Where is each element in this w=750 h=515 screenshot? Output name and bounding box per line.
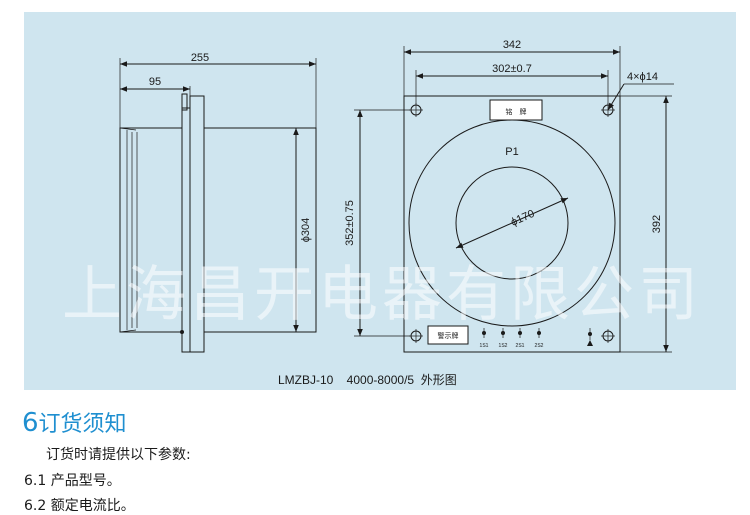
outline-drawing: 255 95 ϕ304 342 302±0.7 4×ϕ14 352±0.75 3… xyxy=(119,39,674,353)
order-item: 6.2 额定电流比。 xyxy=(24,498,135,514)
dim-side-short: 95 xyxy=(149,76,161,88)
dim-side-total: 255 xyxy=(191,52,209,64)
dim-hole-span: 302±0.7 xyxy=(492,63,532,75)
order-item: 6.1 产品型号。 xyxy=(24,473,121,489)
drawing-caption: LMZBJ-10 4000-8000/5 外形图 xyxy=(278,373,457,387)
terminal-label: 1S2 xyxy=(499,343,508,349)
section-number: 6 xyxy=(22,408,39,438)
dim-hole-vspan: 352±0.75 xyxy=(344,200,356,246)
dim-front-height: 392 xyxy=(651,215,663,233)
warning-plate-label: 警示牌 xyxy=(438,331,459,340)
terminal-label: 2S1 xyxy=(516,343,525,349)
nameplate-label: 铭 牌 xyxy=(506,107,527,116)
side-view xyxy=(119,58,317,353)
terminal-label: 1S1 xyxy=(480,343,489,349)
dim-holes: 4×ϕ14 xyxy=(627,71,658,83)
section-title: 6订货须知 xyxy=(22,410,127,438)
terminal-label: 2S2 xyxy=(535,343,544,349)
p1-label: P1 xyxy=(505,146,518,158)
dim-inner-dia: ϕ170 xyxy=(509,208,536,229)
dim-side-height: ϕ304 xyxy=(300,218,312,243)
drawing-panel: 255 95 ϕ304 342 302±0.7 4×ϕ14 352±0.75 3… xyxy=(24,12,736,390)
section-intro: 订货时请提供以下参数: xyxy=(46,447,191,463)
dim-front-width: 342 xyxy=(503,39,521,51)
section-title-text: 订货须知 xyxy=(38,412,127,437)
front-view xyxy=(354,46,674,353)
